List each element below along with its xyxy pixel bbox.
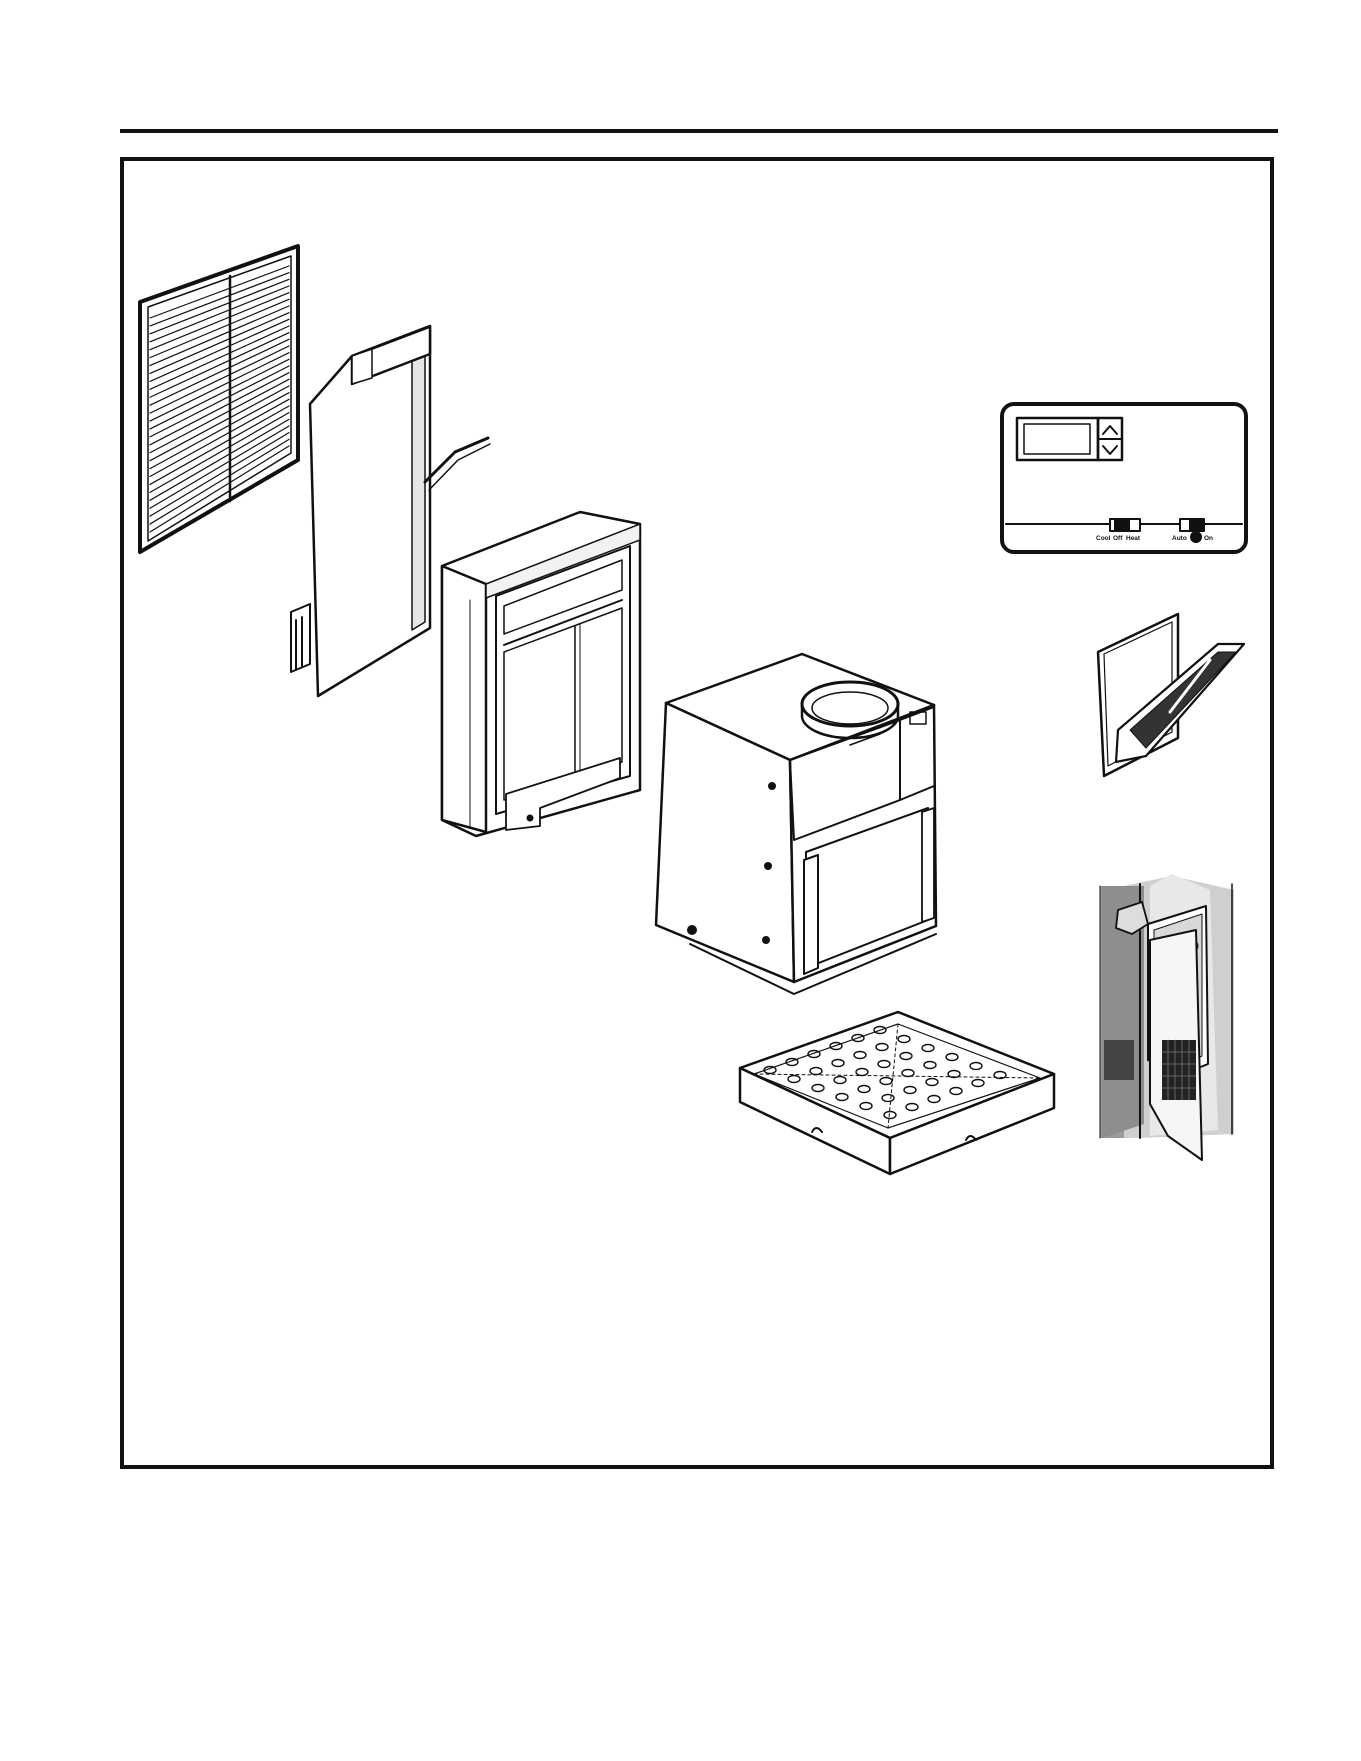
- air-handler-icon: [656, 654, 936, 994]
- return-grille-icon: [1098, 614, 1244, 776]
- fan-on-label: On: [1204, 535, 1213, 542]
- mode-cool-label: Cool: [1096, 535, 1111, 542]
- drain-pan-icon: [740, 1012, 1054, 1174]
- access-door-icon: [1100, 874, 1234, 1160]
- mode-switch[interactable]: [1110, 519, 1140, 531]
- louvered-grille-icon: [140, 246, 298, 552]
- fan-auto-label: Auto: [1172, 535, 1187, 542]
- mode-off-label: Off: [1113, 535, 1123, 542]
- wall-sleeve-icon: [442, 512, 640, 836]
- mode-heat-label: Heat: [1126, 535, 1141, 542]
- thermostat-icon: Cool Off Heat Auto On: [1002, 404, 1246, 552]
